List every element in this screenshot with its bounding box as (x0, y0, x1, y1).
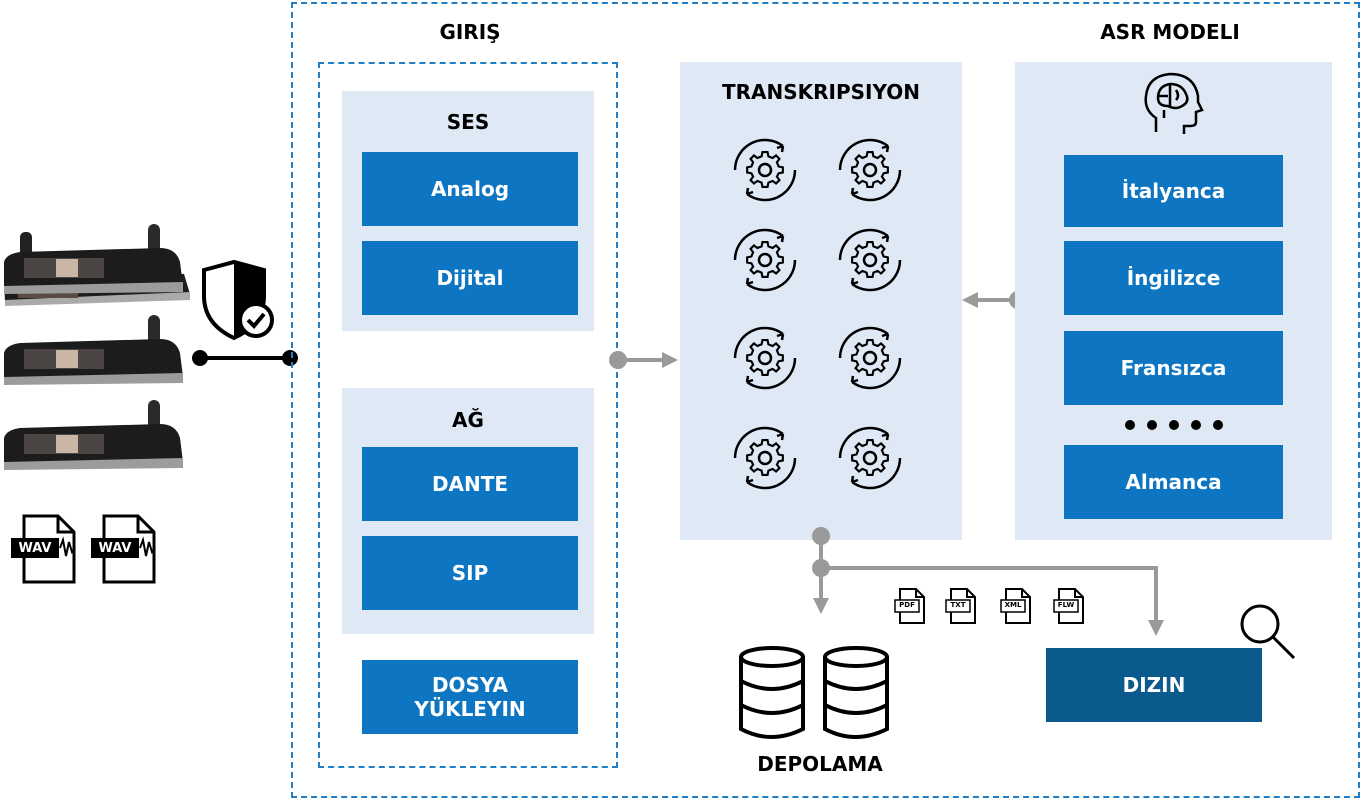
language-italian[interactable]: İtalyanca (1064, 155, 1283, 227)
file-type-xml: XML (1000, 588, 1034, 624)
storage-label: DEPOLAMA (757, 752, 883, 776)
gear-sync-icon (838, 426, 902, 490)
transcription-to-storage-arrow (812, 527, 830, 614)
document-icon (1000, 588, 1031, 624)
network-title: AĞ (452, 408, 484, 432)
file-type-txt: TXT (945, 588, 979, 624)
file-type-label: TXT (950, 601, 966, 609)
conference-unit-icon (4, 224, 183, 294)
language-german[interactable]: Almanca (1064, 445, 1283, 519)
storage-databases (739, 646, 889, 739)
gear-sync-icon (733, 326, 797, 390)
brain-head-icon (1144, 72, 1204, 134)
document-icon (945, 588, 976, 624)
wav-label: WAV (98, 541, 132, 556)
network-dante[interactable]: DANTE (362, 447, 578, 521)
conference-unit-icon (4, 315, 183, 385)
gear-sync-icon (838, 138, 902, 202)
more-languages-ellipsis (1125, 420, 1223, 430)
gear-sync-icon (838, 326, 902, 390)
gear-sync-icon (733, 138, 797, 202)
database-icon (823, 646, 889, 739)
language-french[interactable]: Fransızca (1064, 331, 1283, 405)
transcription-workers (733, 138, 902, 490)
input-connector (192, 350, 298, 366)
asr-header: ASR MODELI (1100, 20, 1240, 44)
input-header: GIRIŞ (439, 20, 501, 44)
wav-file-1: WAV (10, 514, 80, 584)
network-sip[interactable]: SIP (362, 536, 578, 610)
database-icon (739, 646, 805, 739)
transcription-to-index-arrow (821, 566, 1164, 636)
output-connectors (812, 527, 1164, 636)
wav-file-icon (11, 514, 76, 584)
file-type-label: FLW (1057, 601, 1075, 609)
file-upload-button[interactable]: DOSYA YÜKLEYIN (362, 660, 578, 734)
transcription-title: TRANSKRIPSIYON (721, 80, 921, 104)
gear-sync-icon (838, 228, 902, 292)
audio-digital[interactable]: Dijital (362, 241, 578, 315)
audio-title: SES (446, 110, 490, 134)
document-icon (1053, 588, 1084, 624)
input-to-transcription-arrow (609, 351, 678, 369)
wav-label: WAV (18, 541, 52, 556)
index-button[interactable]: DIZIN (1046, 648, 1262, 722)
conference-unit-icon (4, 400, 183, 470)
transcription-panel (680, 62, 962, 540)
file-type-label: XML (1004, 601, 1022, 609)
system-boundary (291, 2, 1360, 798)
shield-check-icon (202, 259, 274, 341)
wav-file-icon (91, 514, 156, 584)
gear-sync-icon (733, 228, 797, 292)
document-icon (894, 588, 925, 624)
input-boundary (318, 62, 618, 768)
magnifier-icon (1240, 604, 1296, 660)
audio-analog[interactable]: Analog (362, 152, 578, 226)
wav-file-2: WAV (90, 514, 160, 584)
file-type-label: PDF (899, 601, 915, 609)
file-type-pdf: PDF (894, 588, 928, 624)
gear-sync-icon (733, 426, 797, 490)
file-type-flw: FLW (1053, 588, 1087, 624)
language-english[interactable]: İngilizce (1064, 241, 1283, 315)
